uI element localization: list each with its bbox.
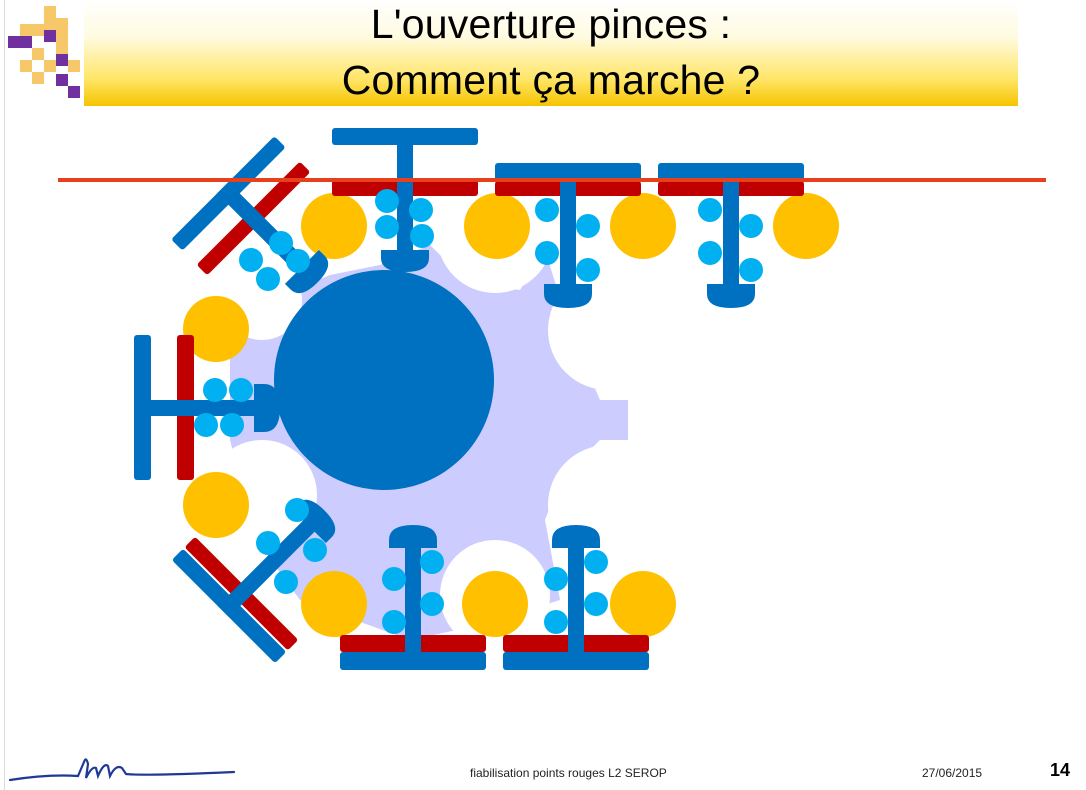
spring-ball <box>739 214 763 238</box>
spring-ball <box>584 550 608 574</box>
bottle <box>464 193 530 259</box>
spring-ball <box>544 610 568 634</box>
spring-ball <box>303 538 327 562</box>
signature-logo-icon <box>8 758 236 782</box>
spring-ball <box>375 189 399 213</box>
gripper-top-right <box>658 163 804 308</box>
spring-ball <box>410 224 434 248</box>
spring-ball <box>544 567 568 591</box>
decoration-square <box>20 60 32 72</box>
spring-ball <box>420 592 444 616</box>
gripper-left <box>134 335 280 480</box>
spring-ball <box>576 214 600 238</box>
decoration-square <box>56 30 68 42</box>
bottle <box>183 472 249 538</box>
decoration-square <box>44 18 56 30</box>
spring-ball <box>584 592 608 616</box>
gripper-foot <box>389 525 437 548</box>
footer-title: fiabilisation points rouges L2 SEROP <box>470 766 667 780</box>
bottle <box>301 193 367 259</box>
bottle <box>462 571 528 637</box>
decoration-square <box>68 60 80 72</box>
decoration-square <box>56 42 68 54</box>
footer-date: 27/06/2015 <box>922 766 983 780</box>
gripper-stem <box>134 400 260 416</box>
spring-ball <box>535 241 559 265</box>
decoration-square <box>32 72 44 84</box>
guide-rail-line <box>58 178 1046 182</box>
gripper-stem <box>217 515 320 618</box>
spring-ball <box>375 215 399 239</box>
slide-title-line-2: Comment ça marche ? <box>341 57 761 103</box>
spring-ball <box>269 231 293 255</box>
gripper-top-middle <box>495 163 641 308</box>
spring-ball <box>739 258 763 282</box>
spring-ball <box>286 249 310 273</box>
spring-ball <box>229 378 253 402</box>
pixel-squares-decoration-icon <box>8 6 80 98</box>
spring-ball <box>698 241 722 265</box>
gripper-stem <box>568 540 584 670</box>
spring-ball <box>274 570 298 594</box>
gripper-stem <box>723 163 739 293</box>
decoration-square <box>44 60 56 72</box>
bottle <box>301 571 367 637</box>
gripper-foot <box>707 284 755 308</box>
bottle <box>610 571 676 637</box>
decoration-square <box>8 36 20 48</box>
decoration-square <box>20 24 32 36</box>
spring-ball <box>203 378 227 402</box>
gripper-stem <box>560 163 576 293</box>
decoration-square <box>56 54 68 66</box>
gripper-foot <box>544 284 592 308</box>
gripper-lower-left <box>173 499 336 662</box>
spring-ball <box>698 198 722 222</box>
decoration-square <box>56 18 68 30</box>
gripper-bottom-right <box>503 525 649 670</box>
gripper-foot <box>284 249 329 294</box>
slide-left-border <box>4 0 5 790</box>
spring-ball <box>420 550 444 574</box>
gripper-stem <box>397 128 413 258</box>
decoration-square <box>20 36 32 48</box>
spring-ball <box>535 198 559 222</box>
spring-ball <box>194 413 218 437</box>
gripper-foot <box>254 384 280 432</box>
decoration-square <box>68 86 80 98</box>
title-banner: L'ouverture pinces : Comment ça marche ? <box>84 0 1018 106</box>
bottle <box>183 296 249 362</box>
spring-ball <box>409 198 433 222</box>
gripper-bottom-left <box>340 525 486 670</box>
decoration-square <box>32 48 44 60</box>
spring-ball <box>256 531 280 555</box>
central-hub <box>274 270 494 490</box>
spring-ball <box>382 567 406 591</box>
slide-title-line-1: L'ouverture pinces : <box>370 1 732 47</box>
bottles <box>183 193 839 637</box>
spring-ball <box>220 413 244 437</box>
decoration-square <box>44 30 56 42</box>
gripper-foot <box>381 250 429 272</box>
spring-ball <box>285 498 309 522</box>
spring-ball <box>382 610 406 634</box>
spring-ball <box>576 258 600 282</box>
page-number: 14 <box>1049 760 1070 780</box>
bottle <box>773 193 839 259</box>
decoration-square <box>56 74 68 86</box>
bottle <box>610 193 676 259</box>
spring-ball <box>239 248 263 272</box>
gripper-top-open <box>332 128 478 272</box>
decoration-square <box>32 24 44 36</box>
decoration-square <box>44 6 56 18</box>
gripper-stem <box>405 540 421 670</box>
gripper-foot <box>552 525 600 548</box>
spring-ball <box>256 267 280 291</box>
